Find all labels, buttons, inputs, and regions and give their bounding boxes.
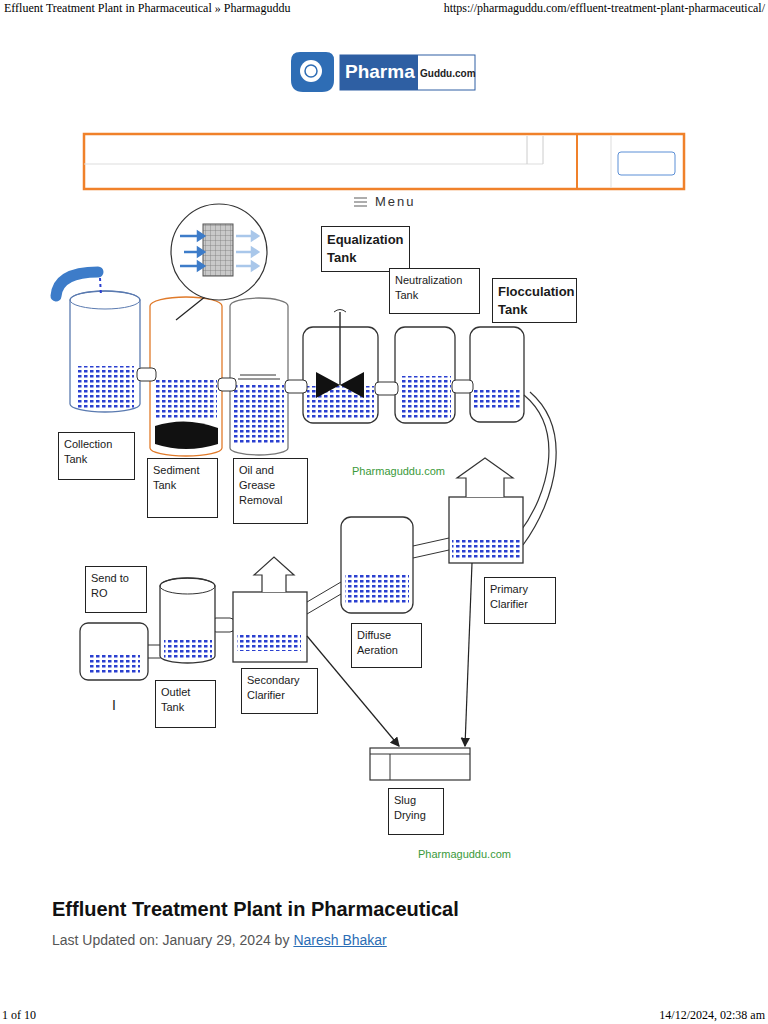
site-logo (291, 52, 475, 92)
aeration-tank (341, 517, 413, 613)
label-box: Diffuse Aeration (351, 623, 422, 668)
pipe-curve (523, 392, 556, 545)
label-box: Sediment Tank (147, 458, 218, 518)
menu-icon (354, 198, 367, 206)
box-label: Slug Drying (394, 793, 438, 823)
primary-clarifier (449, 458, 523, 563)
label-box: Flocculation Tank (492, 278, 577, 323)
sediment-tank (150, 297, 222, 456)
label-box: Slug Drying (388, 788, 444, 835)
ad-frame (84, 134, 684, 189)
watermark: Pharmaguddu.com (418, 848, 511, 860)
logo-text: Pharma (345, 61, 415, 83)
oil-grease-tank (230, 298, 288, 455)
collection-tank (56, 272, 140, 412)
footer-date: 14/12/2024, 02:38 am (659, 1008, 765, 1023)
label-box: Primary Clarifier (484, 577, 556, 624)
header-url: https://pharmaguddu.com/effluent-treatme… (444, 1, 765, 16)
stray-mark: I (112, 697, 116, 713)
box-label: Oil and Grease Removal (239, 463, 302, 508)
ro-tank (80, 623, 148, 680)
box-label: Equalization Tank (327, 231, 404, 266)
label-box: Equalization Tank (321, 226, 410, 272)
equalization-tank (303, 310, 378, 424)
header-title: Effluent Treatment Plant in Pharmaceutic… (4, 1, 290, 16)
box-label: Flocculation Tank (498, 283, 571, 318)
label-box: Neutralization Tank (389, 268, 480, 314)
page-title: Effluent Treatment Plant in Pharmaceutic… (52, 898, 459, 921)
box-label: Send to RO (91, 571, 141, 601)
author-link: Naresh Bhakar (293, 932, 386, 948)
outlet-tank (160, 578, 215, 663)
logo-text: Guddu.com (420, 68, 476, 79)
label-box: Send to RO (85, 566, 147, 613)
neutralization-tank (395, 327, 455, 423)
box-label: Collection Tank (64, 437, 129, 467)
box-label: Primary Clarifier (490, 582, 550, 612)
label-box: Secondary Clarifier (241, 668, 318, 714)
menu-label: Menu (375, 194, 416, 209)
box-label: Outlet Tank (161, 685, 210, 715)
box-label: Diffuse Aeration (357, 628, 416, 658)
pipe-curve (520, 395, 549, 532)
label-box: Collection Tank (58, 432, 135, 480)
sludge-arrow (465, 563, 472, 746)
drying-bed (370, 748, 470, 780)
update-line: Last Updated on: January 29, 2024 by (52, 932, 289, 948)
secondary-clarifier (233, 557, 307, 662)
box-label: Neutralization Tank (395, 273, 474, 303)
flocculation-tank (470, 327, 524, 422)
label-box: Oil and Grease Removal (233, 458, 308, 524)
box-label: Sediment Tank (153, 463, 212, 493)
box-label: Secondary Clarifier (247, 673, 312, 703)
footer-page: 1 of 10 (2, 1008, 36, 1023)
label-box: Outlet Tank (155, 680, 216, 728)
watermark: Pharmaguddu.com (352, 465, 445, 477)
